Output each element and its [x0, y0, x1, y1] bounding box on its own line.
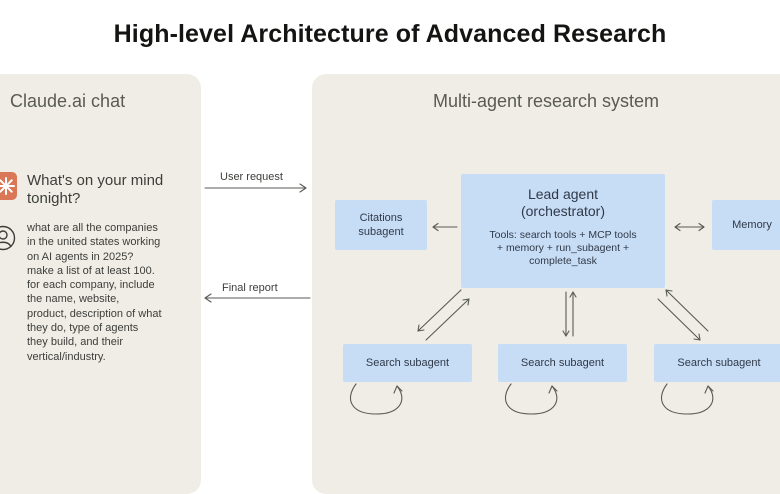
user-request-label: User request	[220, 171, 283, 183]
search3-self-loop	[661, 383, 714, 415]
lead-search1-arrows	[417, 289, 470, 341]
claude-logo-icon	[0, 172, 17, 200]
final-report-label: Final report	[222, 282, 278, 294]
claude-chat-panel	[0, 74, 201, 494]
search-subagent-node-2: Search subagent	[498, 344, 627, 382]
system-panel-title: Multi-agent research system	[432, 91, 660, 111]
citations-subagent-node: Citations subagent	[335, 200, 427, 250]
user-prompt-text: what are all the companies in the united…	[27, 222, 162, 363]
lead-agent-tools: Tools: search tools + MCP tools + memory…	[489, 229, 637, 267]
search-subagent-node-3: Search subagent	[654, 344, 780, 382]
chat-question: What's on your mind tonight?	[27, 172, 164, 207]
user-request-arrow	[204, 183, 307, 193]
lead-agent-node: Lead agent (orchestrator) Tools: search …	[461, 174, 665, 288]
search-subagent-node-1: Search subagent	[343, 344, 472, 382]
final-report-arrow	[204, 293, 311, 303]
search1-self-loop	[350, 383, 403, 415]
lead-agent-title: Lead agent (orchestrator)	[520, 186, 606, 219]
lead-to-citations-arrow	[432, 222, 458, 232]
lead-search3-arrows	[657, 289, 709, 341]
search2-self-loop	[505, 383, 558, 415]
lead-search2-arrows	[562, 291, 577, 337]
user-avatar-icon	[0, 225, 16, 251]
diagram-title: High-level Architecture of Advanced Rese…	[113, 20, 667, 48]
lead-memory-arrow	[674, 222, 705, 232]
memory-node: Memory	[712, 200, 780, 250]
chat-panel-title: Claude.ai chat	[10, 91, 126, 111]
diagram-arrows	[204, 183, 714, 415]
